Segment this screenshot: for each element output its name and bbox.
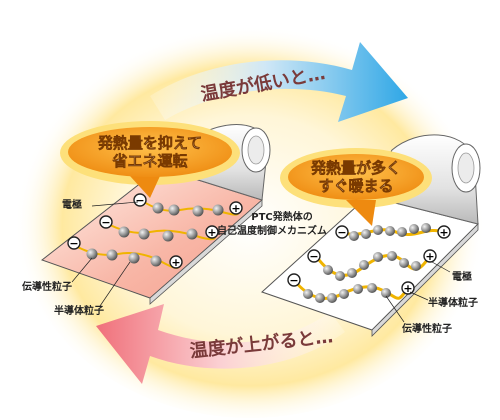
- plus-circle-icon: [229, 201, 243, 215]
- left-conductive-label: 伝導性粒子: [22, 280, 72, 293]
- particle: [367, 283, 377, 293]
- plus-symbol: +: [425, 250, 434, 263]
- minus-symbol: −: [135, 194, 144, 207]
- particle: [323, 265, 333, 275]
- particle: [152, 202, 164, 214]
- particle: [373, 252, 383, 262]
- left-electrodes: − + − + − +: [67, 193, 243, 269]
- right-bubble-line1: 発熱量が多く: [310, 159, 401, 177]
- plus-symbol: +: [439, 226, 448, 239]
- plus-circle-icon: [423, 249, 437, 263]
- particle: [339, 289, 349, 299]
- plus-symbol: +: [403, 282, 412, 295]
- minus-symbol: −: [289, 274, 298, 287]
- particle: [373, 225, 383, 235]
- caption-line1: PTC発熱体の: [251, 210, 313, 223]
- minus-symbol: −: [101, 216, 110, 229]
- particle: [359, 260, 369, 270]
- right-electrodes: − + − + − +: [287, 225, 451, 295]
- particle: [349, 231, 359, 241]
- left-bubble-line1: 発熱量を抑えて: [97, 134, 202, 152]
- plus-symbol: +: [231, 202, 240, 215]
- right-conductive-label: 伝導性粒子: [402, 322, 452, 335]
- minus-circle-icon: [67, 236, 81, 250]
- left-bubble-line2: 省エネ運転: [111, 152, 187, 170]
- particle: [128, 252, 140, 264]
- particle: [212, 204, 224, 216]
- right-semiconductor-label: 半導体粒子: [428, 296, 478, 309]
- minus-circle-icon: [287, 273, 301, 287]
- plus-circle-icon: [401, 281, 415, 295]
- right-speech-bubble: 発熱量が多く すぐ暖まる: [280, 148, 432, 226]
- particle: [409, 224, 419, 234]
- minus-symbol: −: [69, 237, 78, 250]
- particle: [385, 226, 395, 236]
- left-electrode-label: 電極: [62, 198, 82, 211]
- particle: [353, 284, 363, 294]
- minus-circle-icon: [99, 215, 113, 229]
- particle: [397, 227, 407, 237]
- particle: [421, 223, 431, 233]
- plus-circle-icon: [437, 225, 451, 239]
- center-caption: PTC発熱体の 自己温度制御メカニズム: [217, 210, 327, 237]
- particle: [118, 226, 130, 238]
- minus-circle-icon: [133, 193, 147, 207]
- minus-circle-icon: [335, 225, 349, 239]
- left-chain-2: [103, 221, 216, 242]
- minus-symbol: −: [309, 250, 318, 263]
- particle: [192, 205, 204, 217]
- left-speech-bubble: 発熱量を抑えて 省エネ運転: [60, 121, 240, 198]
- right-panel: − + − + − + 電極 半導体粒子 伝導性粒子 発熱量が多く すぐ暖まる: [261, 134, 481, 337]
- particle: [138, 228, 150, 240]
- particle: [399, 258, 409, 268]
- plus-symbol: +: [207, 226, 216, 239]
- particle: [106, 249, 118, 261]
- plus-circle-icon: [169, 255, 183, 269]
- minus-circle-icon: [307, 249, 321, 263]
- particle: [186, 228, 198, 240]
- particle: [168, 204, 180, 216]
- particle: [335, 271, 345, 281]
- plus-symbol: +: [171, 256, 180, 269]
- particle: [303, 289, 313, 299]
- right-chain-1: [341, 223, 445, 241]
- right-bubble-line2: すぐ暖まる: [318, 177, 393, 195]
- caption-line2: 自己温度制御メカニズム: [217, 224, 327, 237]
- particle: [150, 255, 162, 267]
- particle: [86, 248, 98, 260]
- particle: [361, 229, 371, 239]
- right-chain-2: [314, 251, 432, 281]
- right-labels: 電極 半導体粒子 伝導性粒子: [385, 261, 478, 335]
- particle: [381, 288, 391, 298]
- particle: [387, 251, 397, 261]
- minus-symbol: −: [337, 226, 346, 239]
- particle: [315, 293, 325, 303]
- left-labels: 電極 伝導性粒子 半導体粒子: [22, 198, 139, 317]
- right-chain-3: [292, 279, 410, 303]
- right-electrode-label: 電極: [452, 270, 472, 283]
- particle: [162, 230, 174, 242]
- particle: [411, 261, 421, 271]
- plus-circle-icon: [205, 225, 219, 239]
- left-semiconductor-label: 半導体粒子: [54, 304, 104, 317]
- particle: [327, 293, 337, 303]
- particle: [347, 268, 357, 278]
- left-panel: − + − + − + 電極 伝導性粒子 半導体粒子 発熱量を抑えて: [22, 121, 271, 317]
